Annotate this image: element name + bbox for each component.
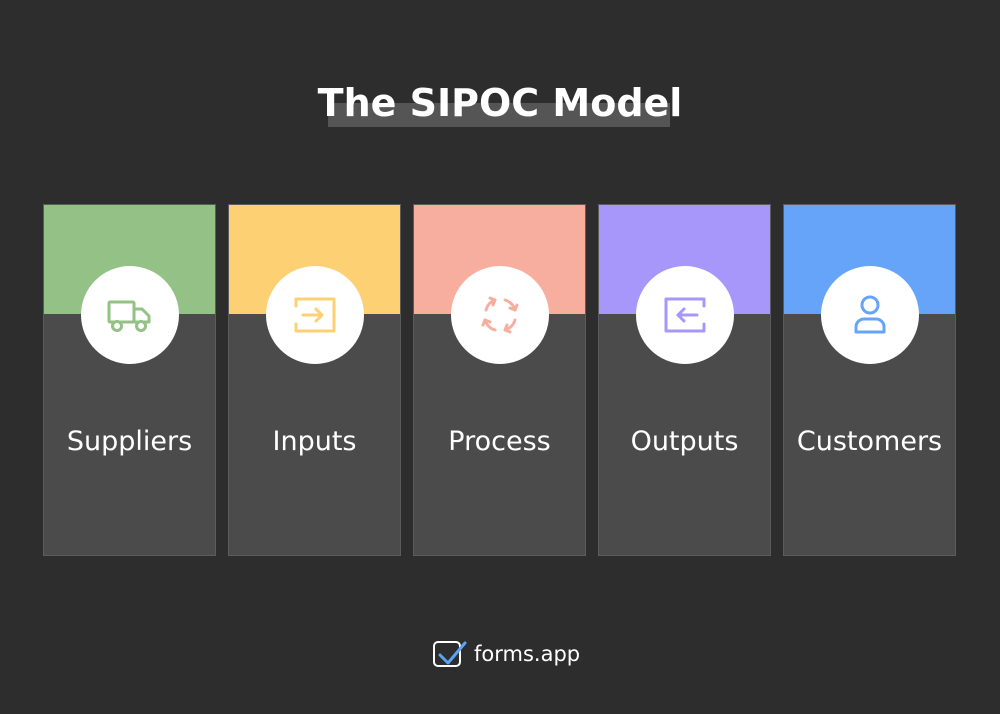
person-icon (854, 295, 886, 334)
stage-icon-circle (266, 266, 364, 364)
footer-brand: forms.app (432, 639, 580, 669)
stage-card-inputs: Inputs (228, 204, 401, 556)
stage-card-outputs: Outputs (598, 204, 771, 556)
input-arrow-icon (294, 297, 336, 333)
title-highlight-bar (328, 103, 670, 127)
stage-icon-circle (81, 266, 179, 364)
stage-label: Suppliers (66, 426, 193, 457)
stage-icon-circle (451, 266, 549, 364)
brand-name: forms.app (474, 642, 581, 666)
forms-app-logo-icon (433, 641, 467, 667)
stage-card-customers: Customers (783, 204, 956, 556)
truck-icon (107, 300, 151, 332)
stage-label: Outputs (630, 426, 739, 457)
page-title: The SIPOC Model (317, 81, 683, 125)
stage-label: Customers (796, 426, 943, 457)
cycle-arrows-icon (481, 296, 519, 334)
stage-label: Inputs (272, 426, 357, 457)
stage-card-suppliers: Suppliers (43, 204, 216, 556)
output-arrow-icon (664, 297, 706, 333)
stage-icon-circle (821, 266, 919, 364)
stage-card-process: Process (413, 204, 586, 556)
stage-label: Process (448, 426, 551, 457)
stage-icon-circle (636, 266, 734, 364)
